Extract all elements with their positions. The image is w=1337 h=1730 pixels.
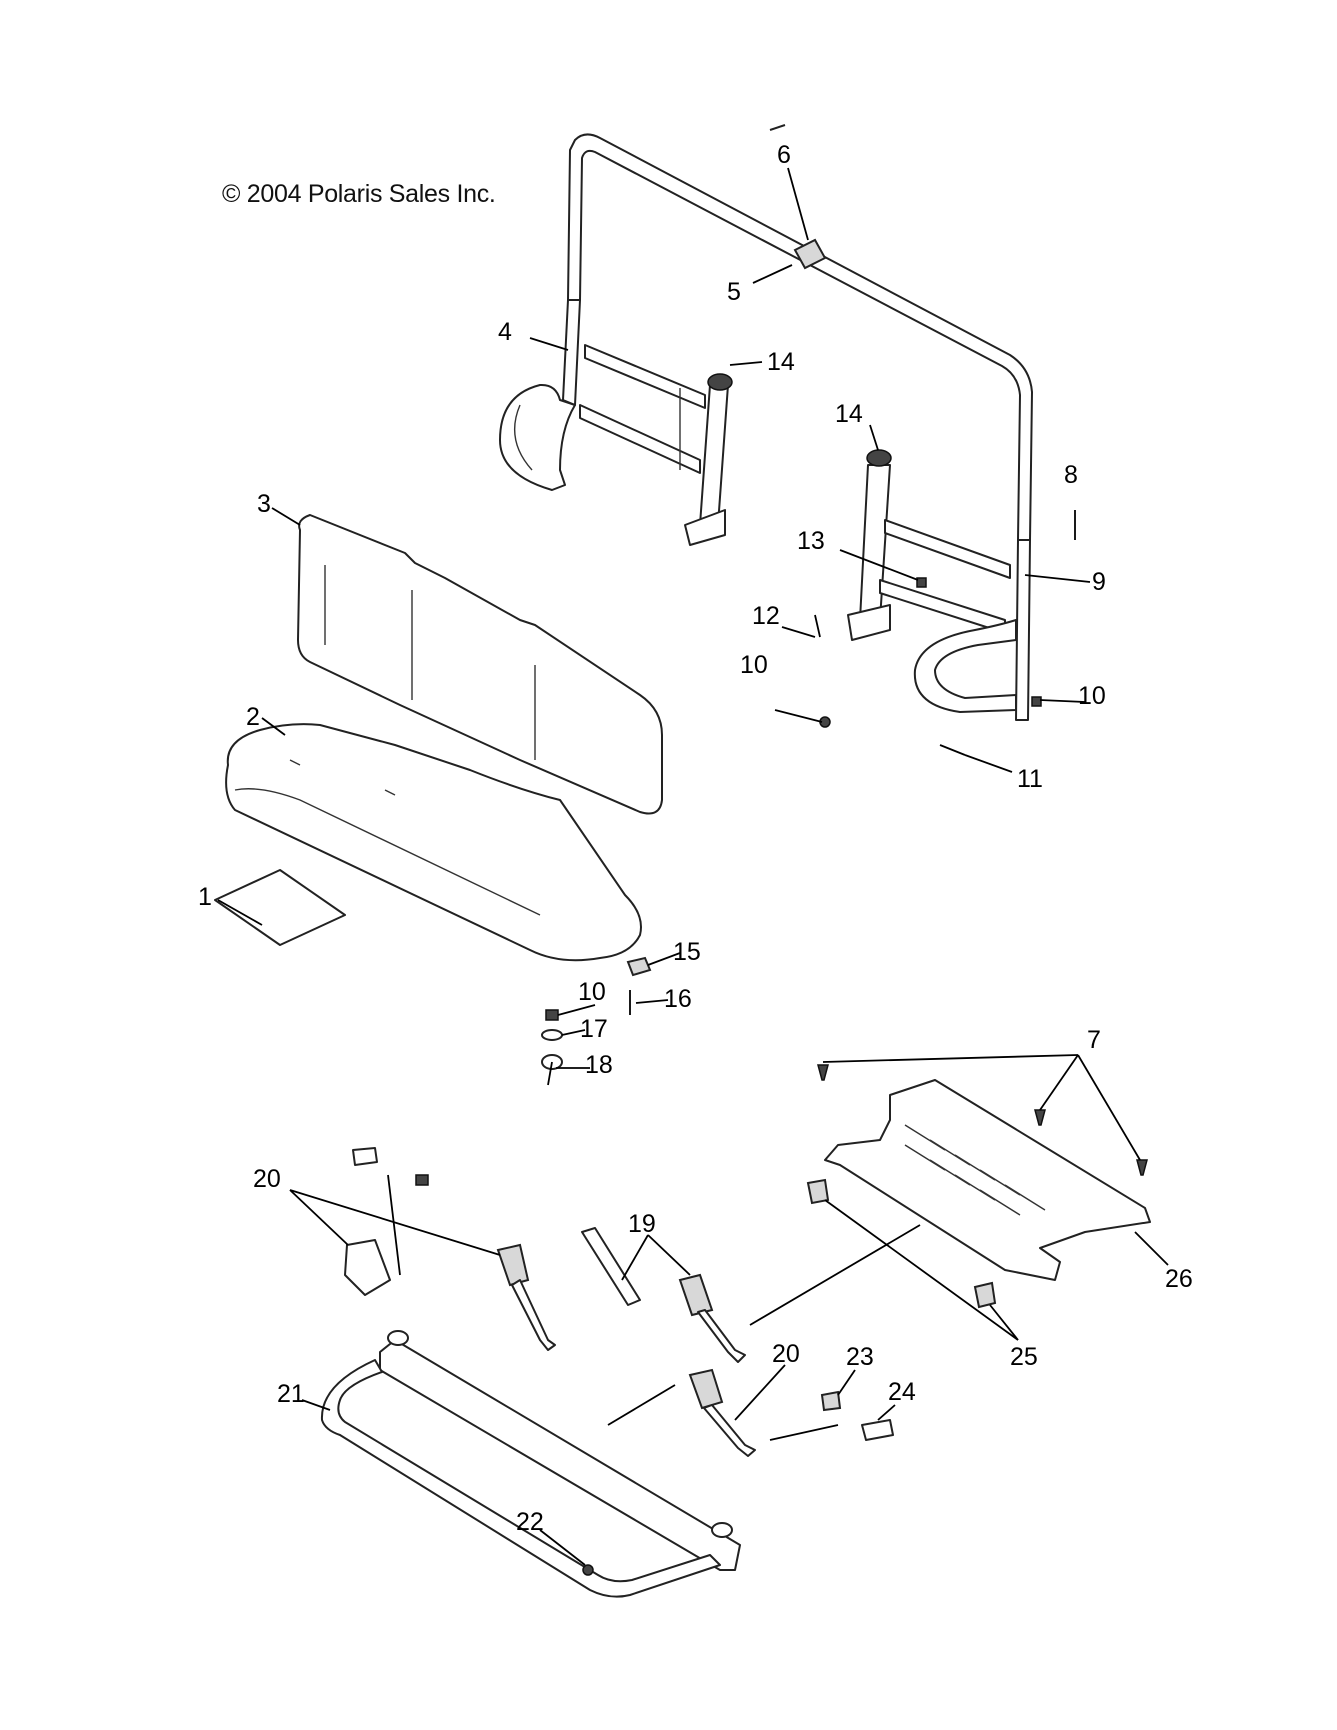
hardware-24 <box>861 1419 894 1441</box>
hardware-22 <box>582 1564 594 1576</box>
callout-6: 6 <box>777 141 791 169</box>
hardware-10-nut <box>545 1009 559 1021</box>
callout-5: 5 <box>727 278 741 306</box>
floor-plate <box>824 1079 1151 1281</box>
callout-11: 11 <box>1017 765 1043 793</box>
callout-15: 15 <box>673 938 701 966</box>
seat-back-frame <box>499 133 1033 721</box>
callout-13: 13 <box>797 527 825 555</box>
seat-belts <box>344 1227 756 1457</box>
post-cap-left <box>707 373 733 391</box>
callout-22: 22 <box>516 1508 544 1536</box>
callout-2: 2 <box>246 703 260 731</box>
seat-base-cushion <box>225 723 642 962</box>
seat-base-frame <box>320 1330 741 1598</box>
callout-24: 24 <box>888 1378 916 1406</box>
callout-labels: 1 2 3 4 5 6 7 8 9 10 10 10 11 12 13 14 1… <box>198 141 1193 1536</box>
callout-20-a: 20 <box>253 1165 281 1193</box>
callout-18: 18 <box>585 1051 613 1079</box>
callout-12: 12 <box>752 602 780 630</box>
callout-17: 17 <box>580 1015 608 1043</box>
callout-7: 7 <box>1087 1026 1101 1054</box>
seat-back-cushion <box>297 514 663 815</box>
hardware-23 <box>820 1390 842 1412</box>
callout-10-b: 10 <box>1078 682 1106 710</box>
callout-26: 26 <box>1165 1265 1193 1293</box>
callout-9: 9 <box>1092 568 1106 596</box>
callout-16: 16 <box>664 985 692 1013</box>
callout-23: 23 <box>846 1343 874 1371</box>
callout-4: 4 <box>498 318 512 346</box>
callout-14-b: 14 <box>835 400 863 428</box>
callout-19: 19 <box>628 1210 656 1238</box>
screws-7 <box>817 1064 1148 1176</box>
callout-8: 8 <box>1064 461 1078 489</box>
callout-14-a: 14 <box>767 348 795 376</box>
clip-25-a <box>806 1178 830 1205</box>
hardware-17-washer <box>541 1029 563 1041</box>
post-cap-right <box>866 449 892 467</box>
clip-25-b <box>973 1281 997 1309</box>
callout-25: 25 <box>1010 1343 1038 1371</box>
hardware-15 <box>626 956 652 977</box>
callout-leaders <box>217 167 1169 1566</box>
callout-10-c: 10 <box>578 978 606 1006</box>
callout-3: 3 <box>257 490 271 518</box>
hardware-13 <box>916 577 927 588</box>
callout-20-b: 20 <box>772 1340 800 1368</box>
callout-21: 21 <box>277 1380 305 1408</box>
copyright-notice: © 2004 Polaris Sales Inc. <box>222 180 496 208</box>
callout-1: 1 <box>198 883 212 911</box>
seat-pad <box>214 869 346 946</box>
hardware-10-b <box>1031 696 1042 707</box>
callout-10-a: 10 <box>740 651 768 679</box>
